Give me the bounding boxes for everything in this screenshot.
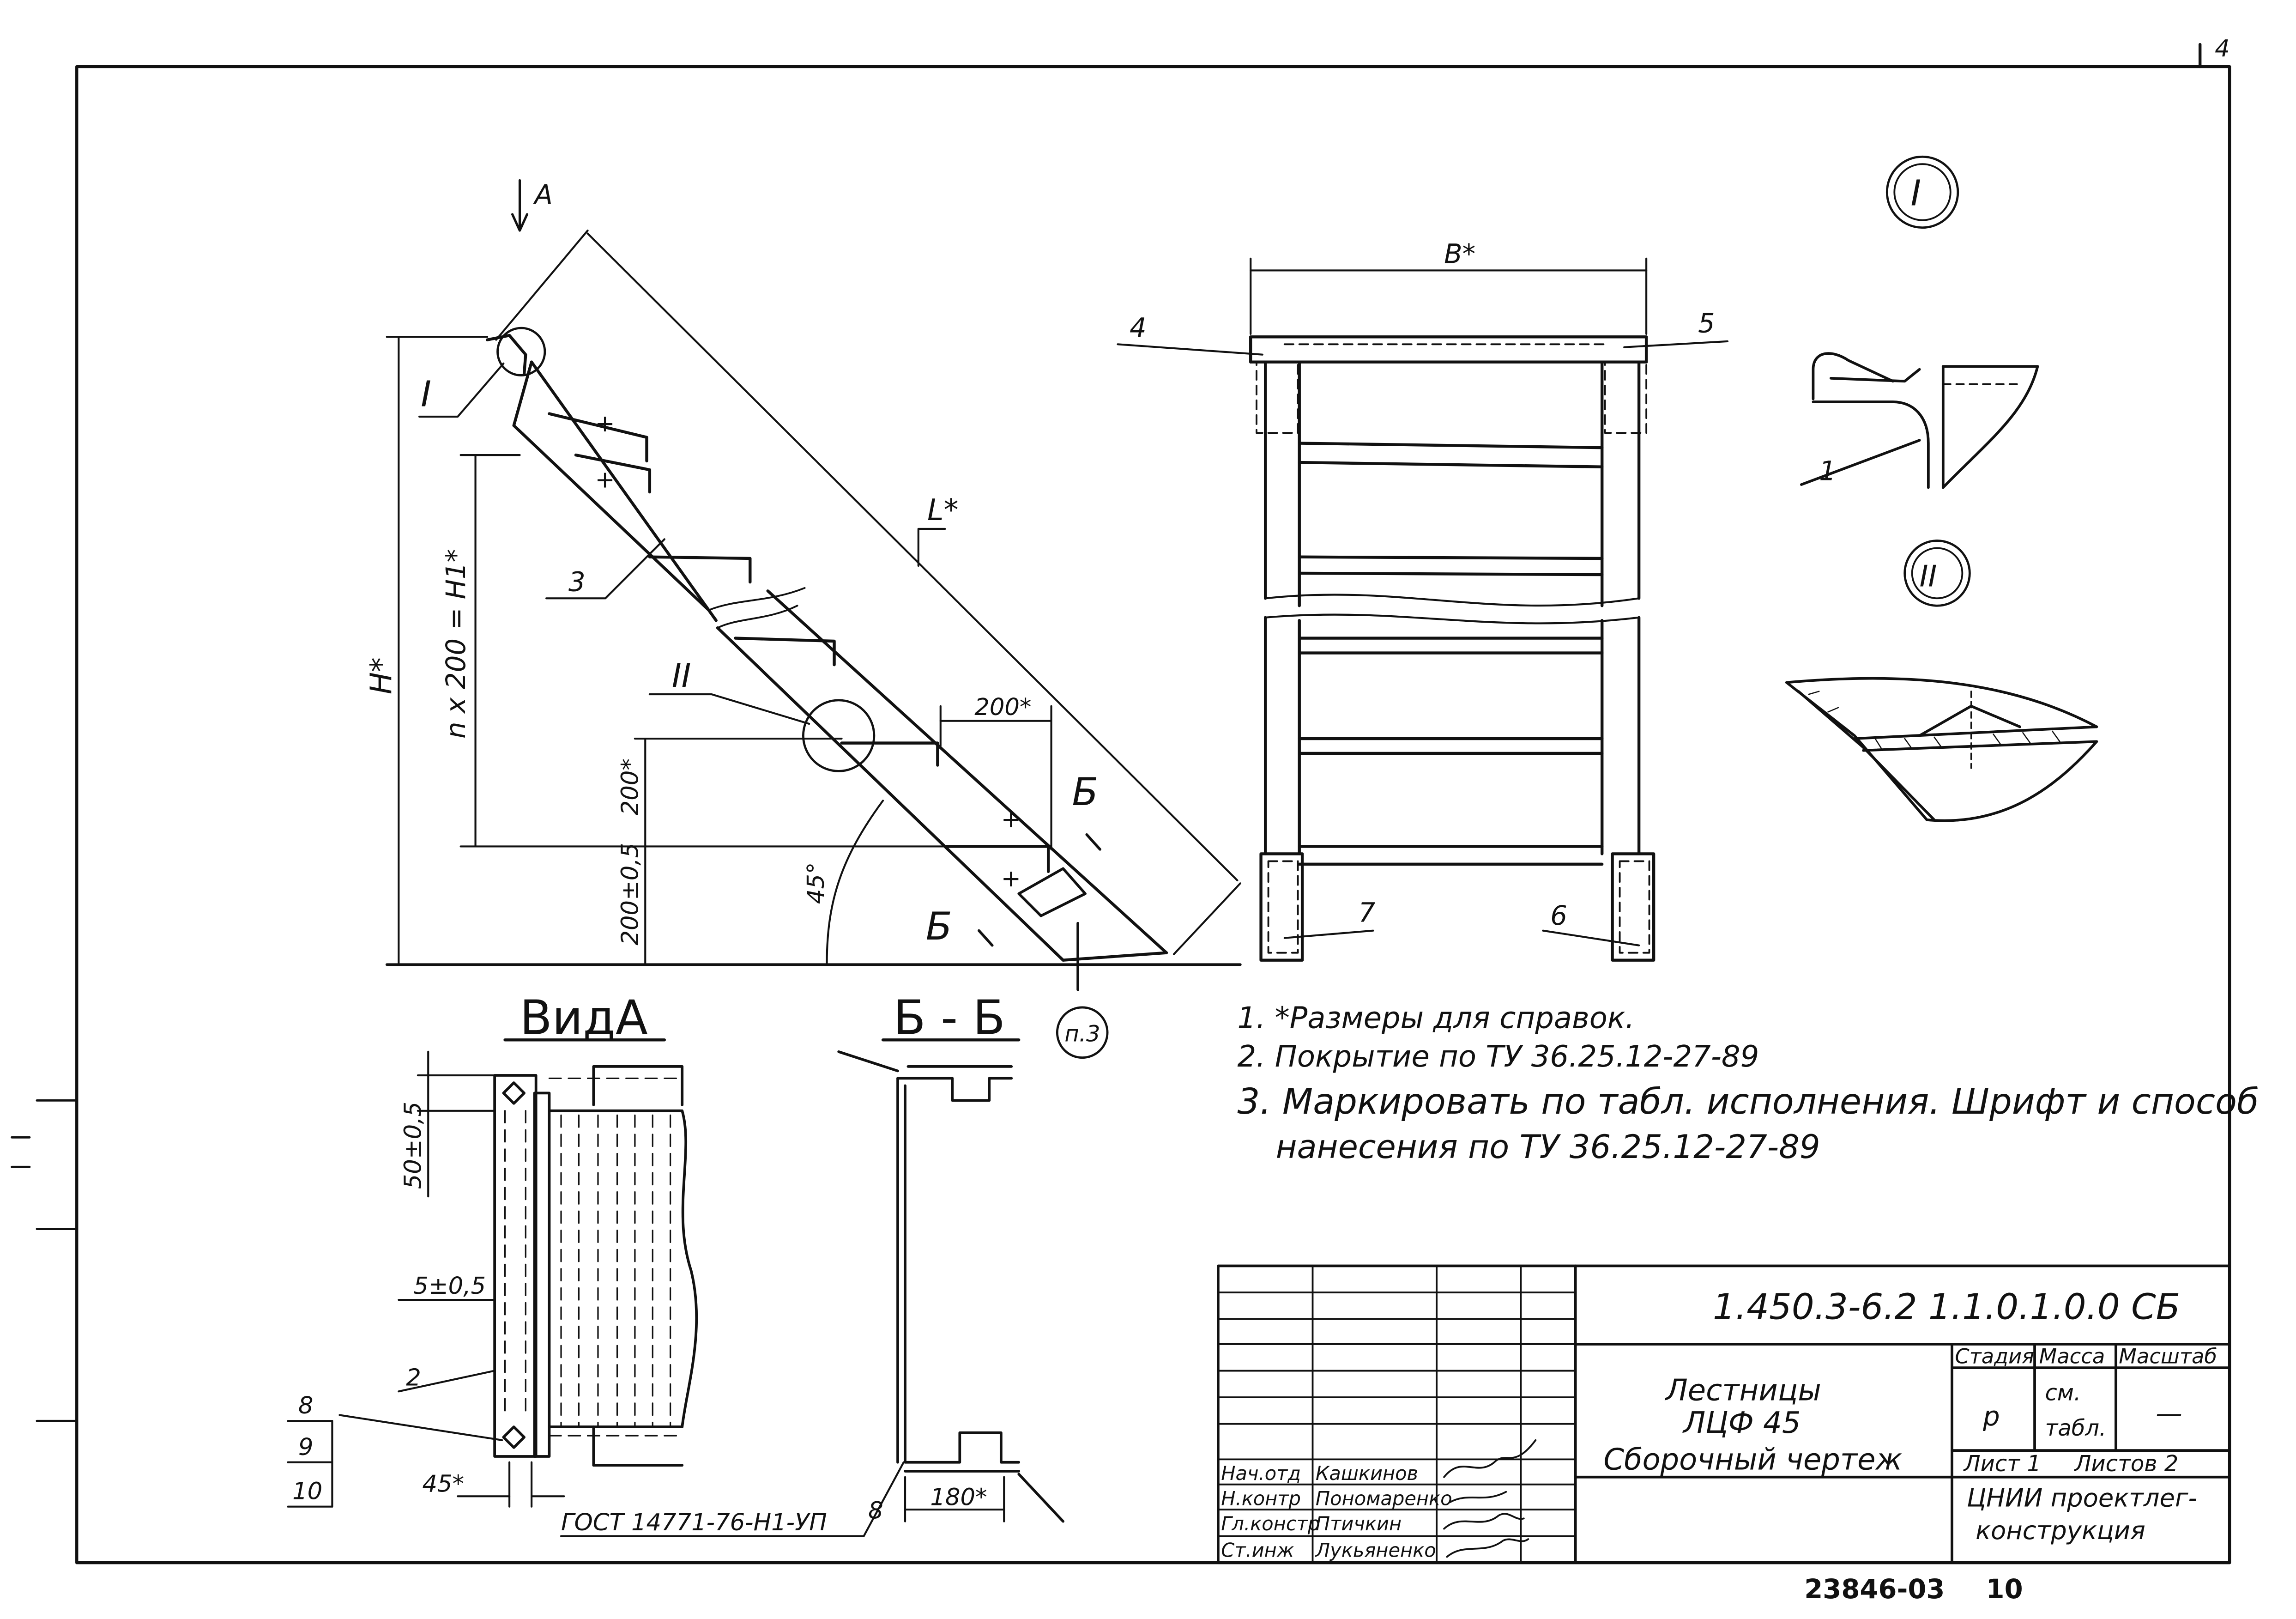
note-3: 3. Маркировать по табл. исполнения. Шриф…: [1237, 1081, 2259, 1122]
section-bb-title: Б - Б: [893, 991, 1005, 1046]
view-arrow-a-label: A: [532, 180, 552, 211]
dim-step-h-label: 200*: [616, 758, 644, 815]
part-8-label: 8: [868, 1497, 883, 1524]
svg-text:+: +: [595, 410, 615, 437]
stage-value: р: [1982, 1401, 2000, 1432]
role-4-name: Лукьяненко: [1315, 1539, 1436, 1561]
svg-text:+: +: [1001, 865, 1021, 892]
part-4-label: 4: [1130, 312, 1147, 343]
front-hidden-lines: [1256, 343, 1650, 954]
detail-2-title: II: [1920, 560, 1937, 594]
section-bb: Б - Б 180* 8: [837, 991, 1065, 1524]
detail-1-part: 1: [1819, 455, 1836, 486]
note-1: 1. *Размеры для справок.: [1237, 1001, 1634, 1036]
note-ref-circle: [1056, 1006, 1109, 1059]
role-1: Нач.отд: [1221, 1462, 1301, 1485]
dim-50-label: 50±0,5: [399, 1102, 427, 1189]
dim-45-label: 45*: [422, 1471, 464, 1498]
col-stage: Стадия: [1955, 1344, 2034, 1369]
note-3-cont: нанесения по ТУ 36.25.12-27-89: [1276, 1128, 1820, 1166]
designation: 1.450.3-6.2 1.1.0.1.0.0 СБ: [1713, 1287, 2180, 1328]
part-6-label: 6: [1550, 900, 1567, 931]
detail-circle-1: [496, 327, 546, 376]
detail-1: I 1: [1800, 155, 2039, 489]
detail-2: II: [1785, 540, 2098, 822]
scale-value: —: [2156, 1398, 2182, 1429]
dim-H: [386, 336, 489, 964]
role-3-name: Птичкин: [1316, 1512, 1402, 1535]
section-cut-zone: [978, 833, 1101, 991]
angle-label: 45°: [803, 862, 830, 904]
dim-L: [495, 230, 1241, 955]
dim-H1: [459, 454, 946, 848]
dim-B: [1250, 257, 1648, 335]
dim-bottom-label: 200±0,5: [616, 843, 644, 946]
front-frame: [1249, 335, 1656, 962]
margin-marks: [11, 1099, 78, 1422]
parts-stack-8: 8: [298, 1392, 314, 1419]
sheet-frame: [75, 43, 2231, 1564]
name-line-1: Лестницы: [1665, 1373, 1821, 1407]
part-7-label: 7: [1359, 897, 1376, 928]
col-scale: Масштаб: [2119, 1344, 2217, 1369]
detail-circle-2: [802, 699, 876, 772]
view-arrow-a: [511, 179, 529, 232]
name-line-2: ЛЦФ 45: [1682, 1406, 1801, 1440]
role-4: Ст.инж: [1221, 1539, 1294, 1561]
front-leaders: [1117, 340, 1729, 946]
part-2-label: 2: [406, 1364, 421, 1391]
col-mass: Масса: [2039, 1344, 2105, 1369]
side-view: + + + + L* A: [364, 179, 1242, 1059]
section-cut-upper: Б: [1072, 770, 1098, 814]
dim-5-label: 5±0,5: [413, 1273, 486, 1300]
dim-L-label: L*: [927, 493, 959, 528]
svg-text:+: +: [595, 466, 615, 493]
dim-H1-label: n x 200 = H1*: [441, 549, 471, 739]
angle-arc: [826, 800, 884, 964]
note-2: 2. Покрытие по ТУ 36.25.12-27-89: [1237, 1040, 1759, 1074]
view-a-title: ВидА: [520, 991, 647, 1046]
detail-1-callout: I: [421, 374, 431, 415]
detail-2-callout: II: [672, 657, 691, 695]
role-1-name: Кашкинов: [1316, 1462, 1418, 1485]
parts-stack-10: 10: [292, 1478, 322, 1505]
signatures: [1443, 1439, 1537, 1558]
dim-step-height: [634, 737, 843, 964]
view-a: ВидА: [287, 991, 905, 1537]
title-block: 1.450.3-6.2 1.1.0.1.0.0 СБ Лестницы ЛЦФ …: [1217, 1264, 2231, 1564]
section-cut-lower: Б: [926, 904, 952, 949]
mass-value-2: табл.: [2045, 1415, 2106, 1441]
role-2-name: Пономаренко: [1316, 1487, 1452, 1510]
step-marks: + + + +: [595, 410, 1021, 892]
corner-number: 4: [2215, 35, 2230, 62]
page-number: 10: [1986, 1574, 2023, 1605]
role-3: Гл.констр: [1221, 1512, 1320, 1535]
name-line-3: Сборочный чертеж: [1603, 1443, 1902, 1477]
front-view: B* 4 5 7 6: [1117, 238, 1729, 962]
part-3-label: 3: [568, 566, 586, 597]
mass-value-1: см.: [2045, 1380, 2081, 1406]
dim-H-label: H*: [364, 657, 399, 694]
dim-B-label: B*: [1444, 238, 1475, 269]
detail-1-title: I: [1910, 173, 1921, 214]
org-line-2: конструкция: [1976, 1516, 2145, 1545]
part-5-label: 5: [1698, 308, 1715, 339]
notes: 1. *Размеры для справок. 2. Покрытие по …: [1237, 1001, 2259, 1166]
svg-text:+: +: [1001, 806, 1021, 833]
leaders: [418, 362, 810, 725]
sheet-label: Лист 1: [1963, 1451, 2041, 1477]
org-line-1: ЦНИИ проектлег-: [1967, 1484, 2197, 1513]
role-2: Н.контр: [1221, 1487, 1301, 1510]
parts-stack-9: 9: [298, 1434, 314, 1461]
sheets-label: Листов 2: [2073, 1451, 2178, 1477]
archive-number: 23846-03: [1804, 1574, 1945, 1605]
dim-step-width: [939, 705, 1052, 850]
gost-label: ГОСТ 14771-76-Н1-УП: [561, 1509, 827, 1536]
dim-180-label: 180*: [930, 1484, 987, 1511]
note-ref: п.3: [1064, 1021, 1100, 1047]
dim-step-w-label: 200*: [974, 694, 1031, 721]
